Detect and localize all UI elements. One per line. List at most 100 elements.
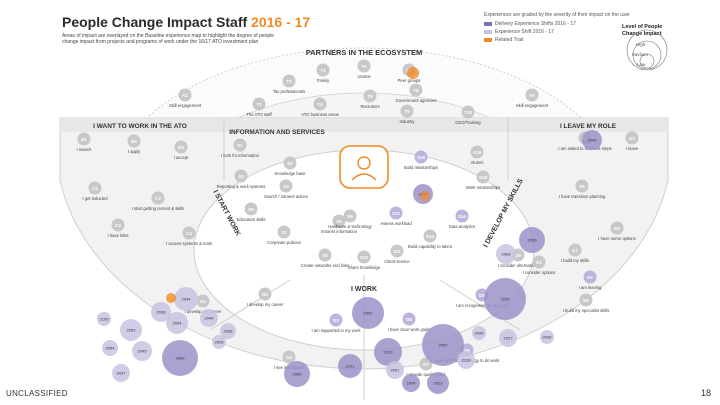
node-marker: [532, 255, 546, 269]
node-e7: E7I build my skills: [561, 243, 589, 263]
bubble-shape: [120, 319, 142, 341]
node-label: I have clear work goals: [388, 327, 431, 332]
impact-bubble: 2063: [496, 244, 516, 264]
node-id: T9: [404, 109, 410, 114]
node-marker: [390, 244, 404, 258]
legend-item: Related Trait: [484, 37, 523, 43]
node-id: T5: [361, 64, 367, 69]
slide-title: People Change Impact Staff 2016 - 17: [62, 14, 311, 30]
node-label: Hardware & technology: [328, 224, 372, 229]
impact-bubble: 2044: [174, 287, 198, 311]
impact-low-ring: [639, 53, 655, 69]
legend-swatch: [484, 29, 492, 34]
node-marker: [423, 229, 437, 243]
impact-bubble: 2050: [519, 227, 545, 253]
node-label: Build relationships: [404, 165, 438, 170]
node-label: I leave: [626, 146, 639, 151]
node-id: T3: [320, 68, 326, 73]
node-label: I am leaving: [579, 285, 602, 290]
node-id: T2: [286, 79, 292, 84]
node-label: I consider alternatives: [498, 263, 539, 268]
node-marker: [357, 59, 371, 73]
journey-header-bar: [60, 118, 668, 132]
bubble-code: 2069: [176, 356, 186, 361]
node-id: C1: [92, 186, 98, 191]
node-e3: E3 I leave: [625, 131, 639, 151]
node-id: S8: [322, 253, 328, 258]
bubble-code: 2002: [364, 311, 374, 316]
bubble-code: 2044: [182, 297, 192, 302]
bubble-shape: [212, 335, 226, 349]
node-e1: E1I consider options: [523, 255, 555, 275]
bubble-shape: [166, 312, 188, 334]
node-marker: [400, 104, 414, 118]
bubble-code: 2103: [384, 350, 394, 355]
node-b2: B2I apply: [127, 134, 141, 154]
node-id: T4: [317, 102, 323, 107]
node-marker: [402, 312, 416, 326]
impact-medium-ring: [632, 40, 662, 70]
bubble-code: 2027: [504, 336, 514, 341]
level-high: High: [636, 42, 646, 47]
node-id: S3: [238, 174, 244, 179]
bubble-shape: [97, 312, 111, 326]
node-id: E3: [629, 136, 635, 141]
want-to-work-label: I WANT TO WORK IN THE ATO: [93, 123, 187, 130]
node-id: D9: [515, 253, 521, 258]
intro-text: Areas of impact are overlayed on the Bas…: [62, 33, 275, 46]
node-marker: [357, 250, 371, 264]
node-id: E1: [536, 260, 542, 265]
node-label: Alumni: [471, 160, 484, 165]
work-divider-right: [439, 279, 521, 331]
node-id: E5: [579, 184, 585, 189]
bubble-code: 2035: [543, 335, 553, 340]
impact-bubble: 2100: [97, 312, 111, 326]
bubble-shape: [496, 244, 516, 264]
bubble-shape: [102, 340, 118, 356]
node-label: I am asked to find next steps: [558, 146, 611, 151]
node-id: B3: [178, 145, 184, 150]
impact-bubble: 2101: [338, 354, 362, 378]
node-label: Family: [317, 78, 330, 83]
node-label: Government agencies: [396, 98, 437, 103]
node-marker: [282, 350, 296, 364]
bubble-code: 2063: [502, 252, 512, 257]
node-label: I develop my career: [247, 302, 284, 307]
node-marker: [318, 248, 332, 262]
leave-role-label: I LEAVE MY ROLE: [560, 123, 617, 130]
node-label: CEO/Training: [455, 120, 481, 125]
node-label: Client service: [384, 259, 410, 264]
impact-bubble: 2065: [284, 361, 310, 387]
node-id: A2: [529, 93, 535, 98]
node-id: E6: [614, 226, 620, 231]
node-label: I start getting current & skills: [132, 206, 185, 211]
node-label: I apply: [128, 149, 141, 154]
impact-bubble: 2037: [112, 364, 130, 382]
impact-bubble: 2103: [374, 338, 402, 366]
bubble-code: 2053: [127, 328, 137, 333]
bubble-shape: [338, 354, 362, 378]
node-marker: [127, 134, 141, 148]
impact-bubble: 2024: [166, 312, 188, 334]
bubble-code: 2100: [100, 317, 110, 322]
node-id: S13: [426, 234, 435, 239]
impact-bubble: 2001: [386, 361, 404, 379]
work-divider-left: [209, 279, 291, 331]
node-label: ATO business areas: [301, 112, 339, 117]
node-label: Build capability to talent: [408, 244, 453, 249]
node-c4: C4I access systems & tools: [166, 226, 212, 246]
bubble-code: 2050: [528, 238, 538, 243]
impact-bubble: 2057: [422, 324, 464, 366]
bubble-code: 2026: [215, 340, 225, 345]
node-label: I build my skills: [561, 258, 589, 263]
node-c2: C2I start getting current & skills: [132, 191, 185, 211]
